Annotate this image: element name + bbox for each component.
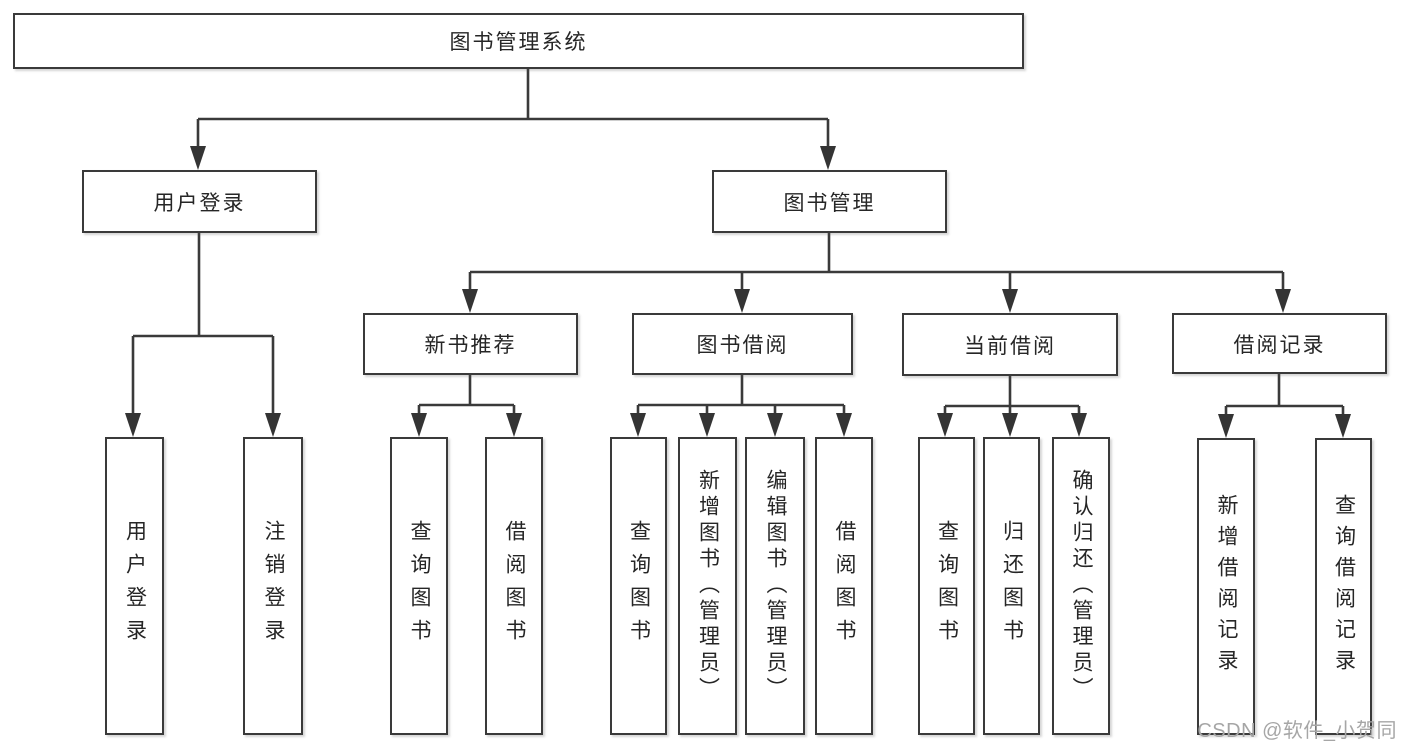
node-book-management-branch: 图书管理 — [712, 170, 947, 233]
connector-book-borrow — [630, 375, 852, 437]
leaf-borrow-books-recommend: 借阅图书 — [485, 437, 543, 735]
leaf-query-books-current: 查询图书 — [918, 437, 975, 735]
leaf-add-borrow-record: 新增借阅记录 — [1197, 438, 1255, 735]
leaf-query-books-borrow: 查询图书 — [610, 437, 667, 735]
leaf-label: 查询借阅记录 — [1332, 493, 1356, 680]
node-module-new-book-recommend: 新书推荐 — [363, 313, 578, 375]
leaf-label: 新增图书（管理员） — [696, 469, 720, 703]
node-module-borrow-records: 借阅记录 — [1172, 313, 1387, 374]
leaf-query-books-recommend: 查询图书 — [390, 437, 448, 735]
leaf-edit-book-admin: 编辑图书（管理员） — [745, 437, 805, 735]
leaf-label: 查询图书 — [408, 520, 431, 652]
node-module-book-borrow: 图书借阅 — [632, 313, 853, 375]
watermark-text: CSDN @软件_小贺同学 — [1197, 720, 1397, 742]
leaf-user-login: 用户登录 — [105, 437, 164, 735]
connector-borrow-records — [1218, 374, 1351, 438]
leaf-label: 借阅图书 — [503, 520, 526, 652]
connector-current-borrow — [937, 376, 1087, 437]
leaf-label: 新增借阅记录 — [1215, 493, 1238, 680]
connector-book-management-branch — [462, 233, 1291, 313]
node-system-root: 图书管理系统 — [13, 13, 1024, 69]
leaf-label: 查询图书 — [627, 520, 651, 652]
leaf-label: 借阅图书 — [833, 520, 856, 652]
node-module-current-borrow: 当前借阅 — [902, 313, 1118, 376]
leaf-label: 归还图书 — [1000, 520, 1024, 652]
leaf-borrow-books: 借阅图书 — [815, 437, 873, 735]
leaf-label: 查询图书 — [935, 520, 959, 652]
connector-new-book-recommend — [411, 375, 522, 437]
leaf-confirm-return-admin: 确认归还（管理员） — [1052, 437, 1110, 735]
node-user-login-branch: 用户登录 — [82, 170, 317, 233]
leaf-label: 确认归还（管理员） — [1070, 469, 1093, 703]
leaf-label: 注销登录 — [262, 520, 285, 652]
leaf-query-borrow-record: 查询借阅记录 — [1315, 438, 1372, 735]
leaf-return-book: 归还图书 — [983, 437, 1040, 735]
leaf-label: 编辑图书（管理员） — [764, 469, 787, 703]
leaf-add-book-admin: 新增图书（管理员） — [678, 437, 737, 735]
connector-user-login-branch — [125, 233, 281, 437]
leaf-label: 用户登录 — [123, 520, 147, 652]
connector-root-to-level2 — [190, 69, 836, 170]
leaf-logout-login: 注销登录 — [243, 437, 303, 735]
